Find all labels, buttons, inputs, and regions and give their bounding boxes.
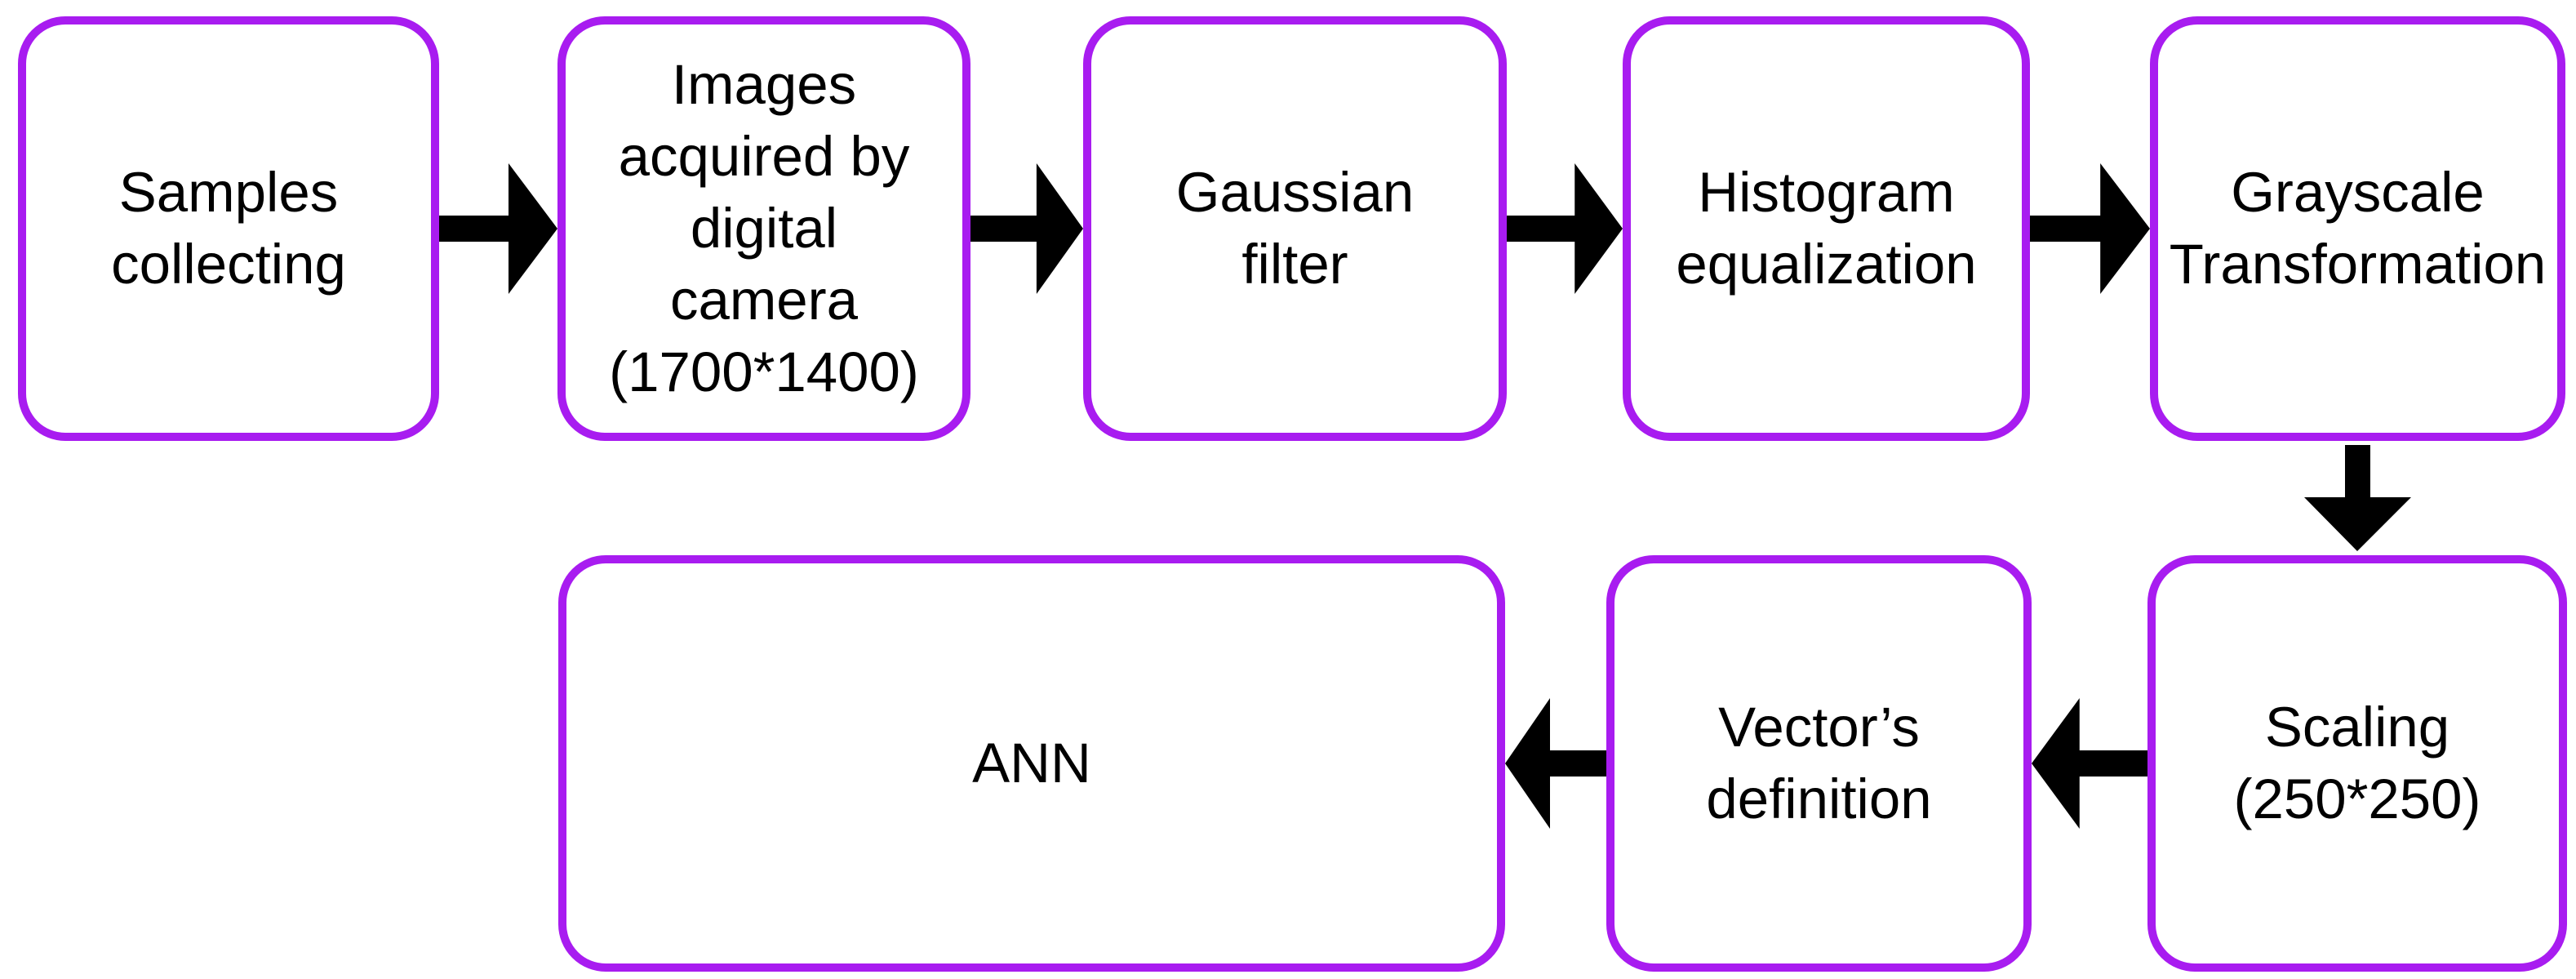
node-label: Histogram equalization [1676, 161, 1977, 296]
histogram-to-grayscale-arrow [2030, 163, 2150, 294]
node-label: Images acquired by digital camera (1700*… [609, 53, 919, 403]
node-label: Gaussian filter [1175, 161, 1415, 296]
node-gaussian-filter: Gaussian filter [1083, 16, 1507, 441]
images-to-gaussian-arrow [970, 163, 1083, 294]
node-samples-collecting: Samples collecting [18, 16, 439, 441]
node-vectors-definition: Vector’s definition [1606, 555, 2032, 972]
node-images-acquired: Images acquired by digital camera (1700*… [557, 16, 970, 441]
scaling-to-vector-arrow [2032, 698, 2147, 829]
node-label: Vector’s definition [1706, 696, 1932, 830]
node-grayscale-transformation: Grayscale Transformation [2150, 16, 2565, 441]
node-label: Samples collecting [111, 161, 346, 296]
node-ann: ANN [558, 555, 1505, 972]
samples-to-images-arrow [439, 163, 557, 294]
vector-to-ann-arrow [1505, 698, 1606, 829]
node-scaling: Scaling (250*250) [2147, 555, 2567, 972]
node-label: Grayscale Transformation [2169, 161, 2547, 296]
node-histogram-equalization: Histogram equalization [1623, 16, 2030, 441]
node-label: ANN [972, 732, 1091, 794]
gaussian-to-histogram-arrow [1507, 163, 1623, 294]
node-label: Scaling (250*250) [2233, 696, 2481, 830]
grayscale-to-scaling-arrow [2304, 445, 2411, 551]
